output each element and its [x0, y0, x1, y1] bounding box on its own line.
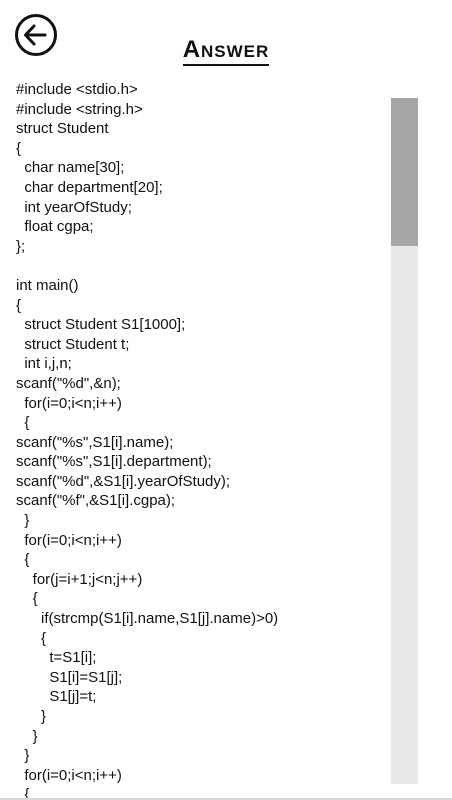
code-line: { [16, 629, 47, 647]
scrollbar-thumb[interactable] [391, 98, 418, 246]
arrow-left-circle-icon [15, 14, 57, 56]
code-line: char name[30]; [16, 159, 125, 177]
code-line: scanf("%s",S1[i].name); [16, 433, 174, 451]
back-button[interactable] [14, 13, 58, 57]
code-line: #include <stdio.h> [16, 81, 138, 98]
code-line: { [16, 786, 30, 800]
code-line: char department[20]; [16, 178, 163, 196]
scrollbar[interactable] [391, 98, 418, 784]
code-line: int i,j,n; [16, 355, 72, 373]
code-line: float cgpa; [16, 218, 94, 236]
code-line: }; [16, 237, 26, 255]
code-line: int main() [16, 276, 79, 294]
code-line: scanf("%d",&n); [16, 374, 121, 392]
code-line: { [16, 590, 38, 608]
code-line: } [16, 747, 30, 765]
code-line: } [16, 512, 30, 530]
code-line: S1[i]=S1[j]; [16, 668, 123, 686]
code-line: { [16, 551, 30, 569]
code-line: } [16, 708, 47, 725]
code-line: #include <string.h> [16, 100, 143, 118]
code-line: t=S1[i]; [16, 649, 97, 667]
code-line: scanf("%f",&S1[i].cgpa); [16, 492, 176, 510]
code-line: { [16, 296, 22, 314]
code-line: scanf("%s",S1[i].department); [16, 453, 212, 471]
code-block[interactable]: #include <stdio.h> #include <string.h> str… [16, 80, 386, 800]
code-line: S1[j]=t; [16, 688, 97, 706]
code-line: for(i=0;i<n;i++) [16, 766, 122, 784]
code-line: for(i=0;i<n;i++) [16, 394, 122, 412]
page-title-text: Answer [182, 36, 270, 66]
code-line: struct Student [16, 120, 109, 138]
code-line: } [16, 727, 38, 745]
code-line: struct Student S1[1000]; [16, 316, 186, 334]
code-line: if(strcmp(S1[i].name,S1[j].name)>0) [16, 610, 279, 628]
divider [0, 798, 452, 800]
code-line: scanf("%d",&S1[i].yearOfStudy); [16, 472, 231, 490]
page-title: Answer [0, 36, 452, 66]
code-line: struct Student t; [16, 335, 130, 353]
code-line: { [16, 414, 30, 432]
code-line: int yearOfStudy; [16, 198, 132, 216]
code-line: for(i=0;i<n;i++) [16, 531, 122, 549]
code-line: for(j=i+1;j<n;j++) [16, 570, 143, 588]
code-line [16, 256, 386, 276]
code-line: { [16, 139, 22, 157]
